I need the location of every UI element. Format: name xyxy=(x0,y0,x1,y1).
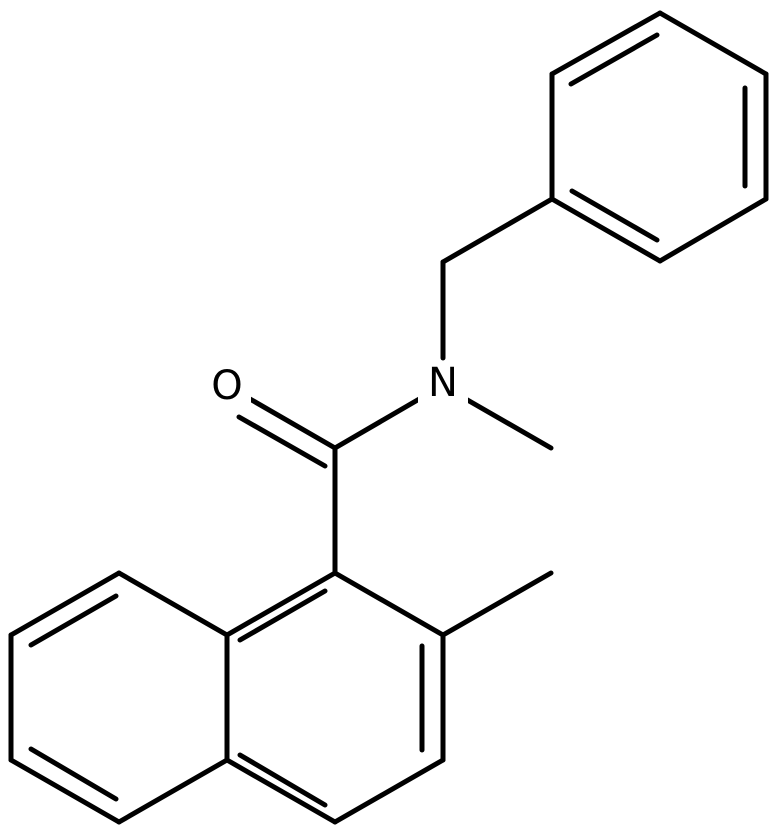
carbonyl-bond xyxy=(247,396,338,451)
bond xyxy=(332,570,446,638)
double-bond-inner xyxy=(569,188,660,243)
double-bond-inner xyxy=(28,746,119,802)
bond xyxy=(116,757,230,825)
bond xyxy=(440,196,555,265)
n-label-bg xyxy=(418,362,468,404)
bond xyxy=(224,757,338,825)
bond xyxy=(549,196,663,264)
bond xyxy=(224,570,338,638)
double-bond-inner xyxy=(568,32,660,87)
bond xyxy=(116,570,230,638)
double-bond-inner xyxy=(28,593,119,648)
bond xyxy=(332,395,424,451)
bond xyxy=(332,757,446,825)
bond xyxy=(8,757,122,825)
bond xyxy=(657,10,769,77)
double-bond-inner xyxy=(237,752,328,808)
oxygen-label: O xyxy=(211,363,242,409)
bond xyxy=(657,196,769,264)
bond xyxy=(461,395,554,451)
bond xyxy=(8,570,122,638)
o-label-bg xyxy=(203,364,251,408)
bond xyxy=(549,10,663,77)
bond xyxy=(440,570,554,638)
carbonyl-bond xyxy=(236,414,328,469)
naphthalene-ring-left xyxy=(8,570,230,825)
nitrogen-label: N xyxy=(428,360,458,406)
phenyl-ring xyxy=(549,10,769,264)
double-bond-inner xyxy=(237,588,328,643)
naphthalene-ring-right xyxy=(224,570,446,825)
